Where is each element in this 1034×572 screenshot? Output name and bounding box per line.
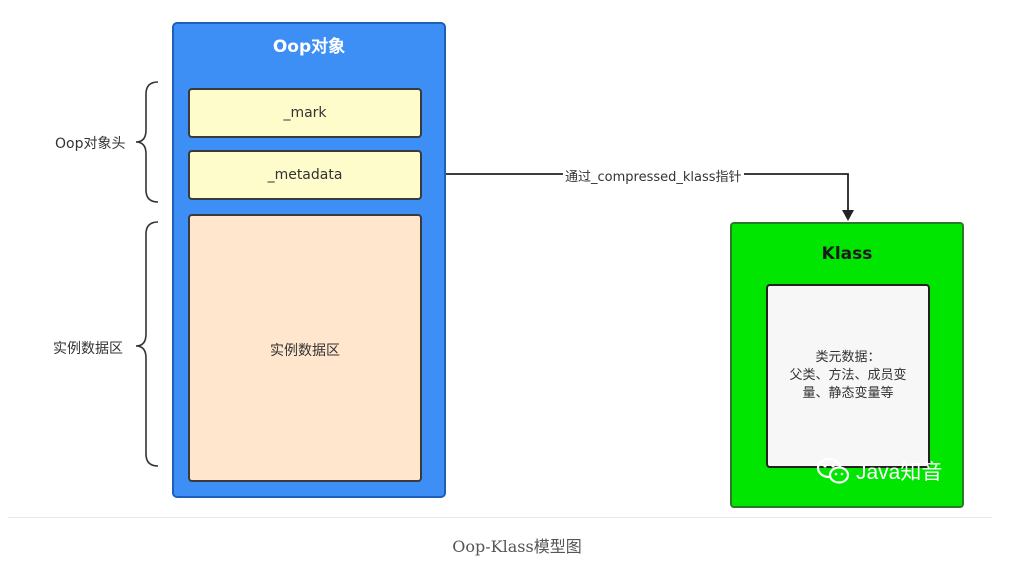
instance-data-area: 实例数据区 [188, 214, 422, 482]
klass-content-line: 父类、方法、成员变 [789, 368, 907, 383]
wechat-icon [816, 457, 850, 484]
klass-title: Klass [821, 244, 873, 264]
edge-label: 通过_compressed_klass指针 [563, 166, 744, 185]
mark-field: _mark [188, 88, 422, 138]
klass-content-line: 类元数据： [815, 350, 881, 365]
figure-caption: Oop-Klass模型图 [452, 537, 582, 556]
instance-brace-label: 实例数据区 [53, 341, 123, 357]
oop-object-box: Oop对象 _mark _metadata 实例数据区 [172, 22, 446, 498]
instance-brace [135, 221, 159, 467]
klass-pointer-arrowhead [842, 210, 854, 221]
watermark: Java知音 [816, 456, 942, 486]
watermark-text: Java知音 [856, 461, 943, 484]
header-brace [135, 81, 159, 203]
oop-title: Oop对象 [272, 37, 346, 57]
klass-pointer-edge [420, 173, 849, 214]
klass-content-box: 类元数据： 父类、方法、成员变 量、静态变量等 [766, 284, 930, 468]
klass-content-line: 量、静态变量等 [802, 386, 894, 401]
klass-box: Klass 类元数据： 父类、方法、成员变 量、静态变量等 [730, 222, 964, 508]
caption-divider [8, 517, 992, 518]
header-brace-label: Oop对象头 [55, 136, 126, 152]
metadata-field: _metadata [188, 150, 422, 200]
